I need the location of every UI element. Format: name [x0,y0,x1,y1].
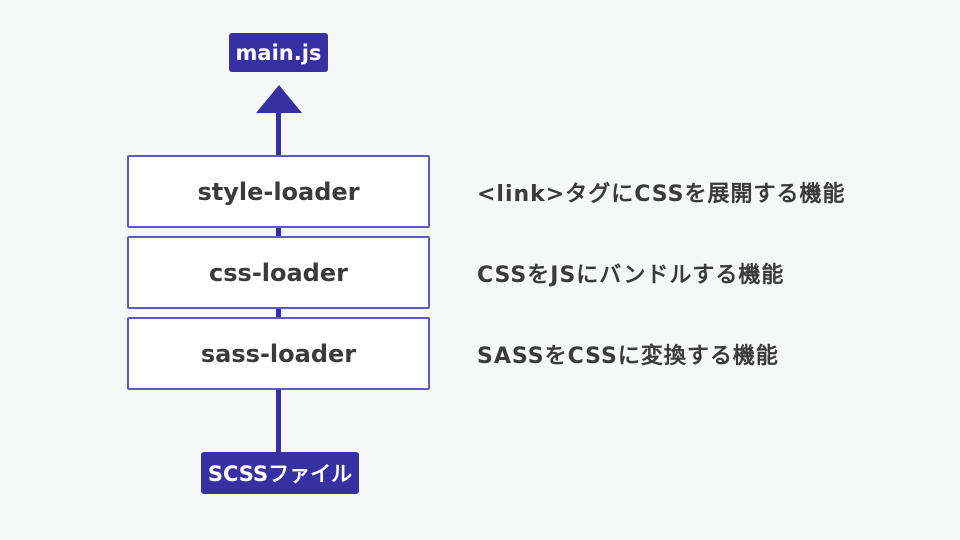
loader-box-css-loader: css-loader [127,236,430,309]
loader-box-sass-loader: sass-loader [127,317,430,390]
description-sass-loader: SASSをCSSに変換する機能 [477,317,779,390]
description-text: CSSをJSにバンドルする機能 [477,262,785,288]
output-node-mainjs: main.js [229,33,328,72]
description-text: <link>タグにCSSを展開する機能 [477,181,846,207]
loader-label: css-loader [209,258,348,287]
output-node-label: main.js [235,40,322,65]
description-text: SASSをCSSに変換する機能 [477,343,779,369]
description-style-loader: <link>タグにCSSを展開する機能 [477,155,846,228]
input-node-scss-file: SCSSファイル [201,452,359,494]
description-css-loader: CSSをJSにバンドルする機能 [477,236,784,309]
input-node-label: SCSSファイル [207,462,353,486]
loader-label: style-loader [197,177,360,206]
arrow-up-icon [256,85,302,113]
loader-box-style-loader: style-loader [127,155,430,228]
loader-label: sass-loader [200,339,357,368]
